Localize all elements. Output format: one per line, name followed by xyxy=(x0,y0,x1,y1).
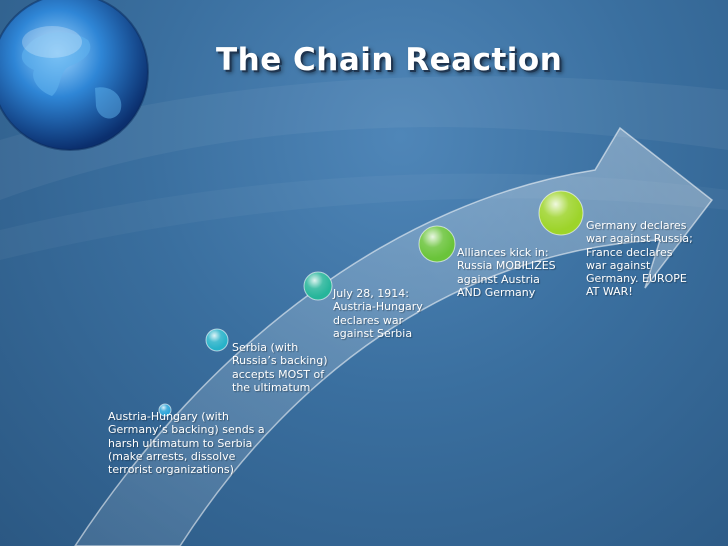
step-3-text: July 28, 1914: Austria-Hungary declares … xyxy=(333,287,423,340)
step-1-bullet-highlight xyxy=(159,404,171,416)
step-5-bullet-highlight xyxy=(539,191,583,235)
background-streak xyxy=(0,76,728,200)
step-2-text: Serbia (with Russia’s backing) accepts M… xyxy=(232,341,328,394)
step-2-bullet-highlight xyxy=(206,329,228,351)
step-1-text: Austria-Hungary (with Germany’s backing)… xyxy=(108,410,265,477)
step-5-text: Germany declares war against Russia; Fra… xyxy=(586,219,693,299)
step-4-text: Alliances kick in: Russia MOBILIZES agai… xyxy=(457,246,556,299)
globe-icon xyxy=(0,0,149,151)
step-3-bullet-highlight xyxy=(304,272,332,300)
step-4-bullet-highlight xyxy=(419,226,455,262)
slide-title: The Chain Reaction xyxy=(216,42,563,78)
